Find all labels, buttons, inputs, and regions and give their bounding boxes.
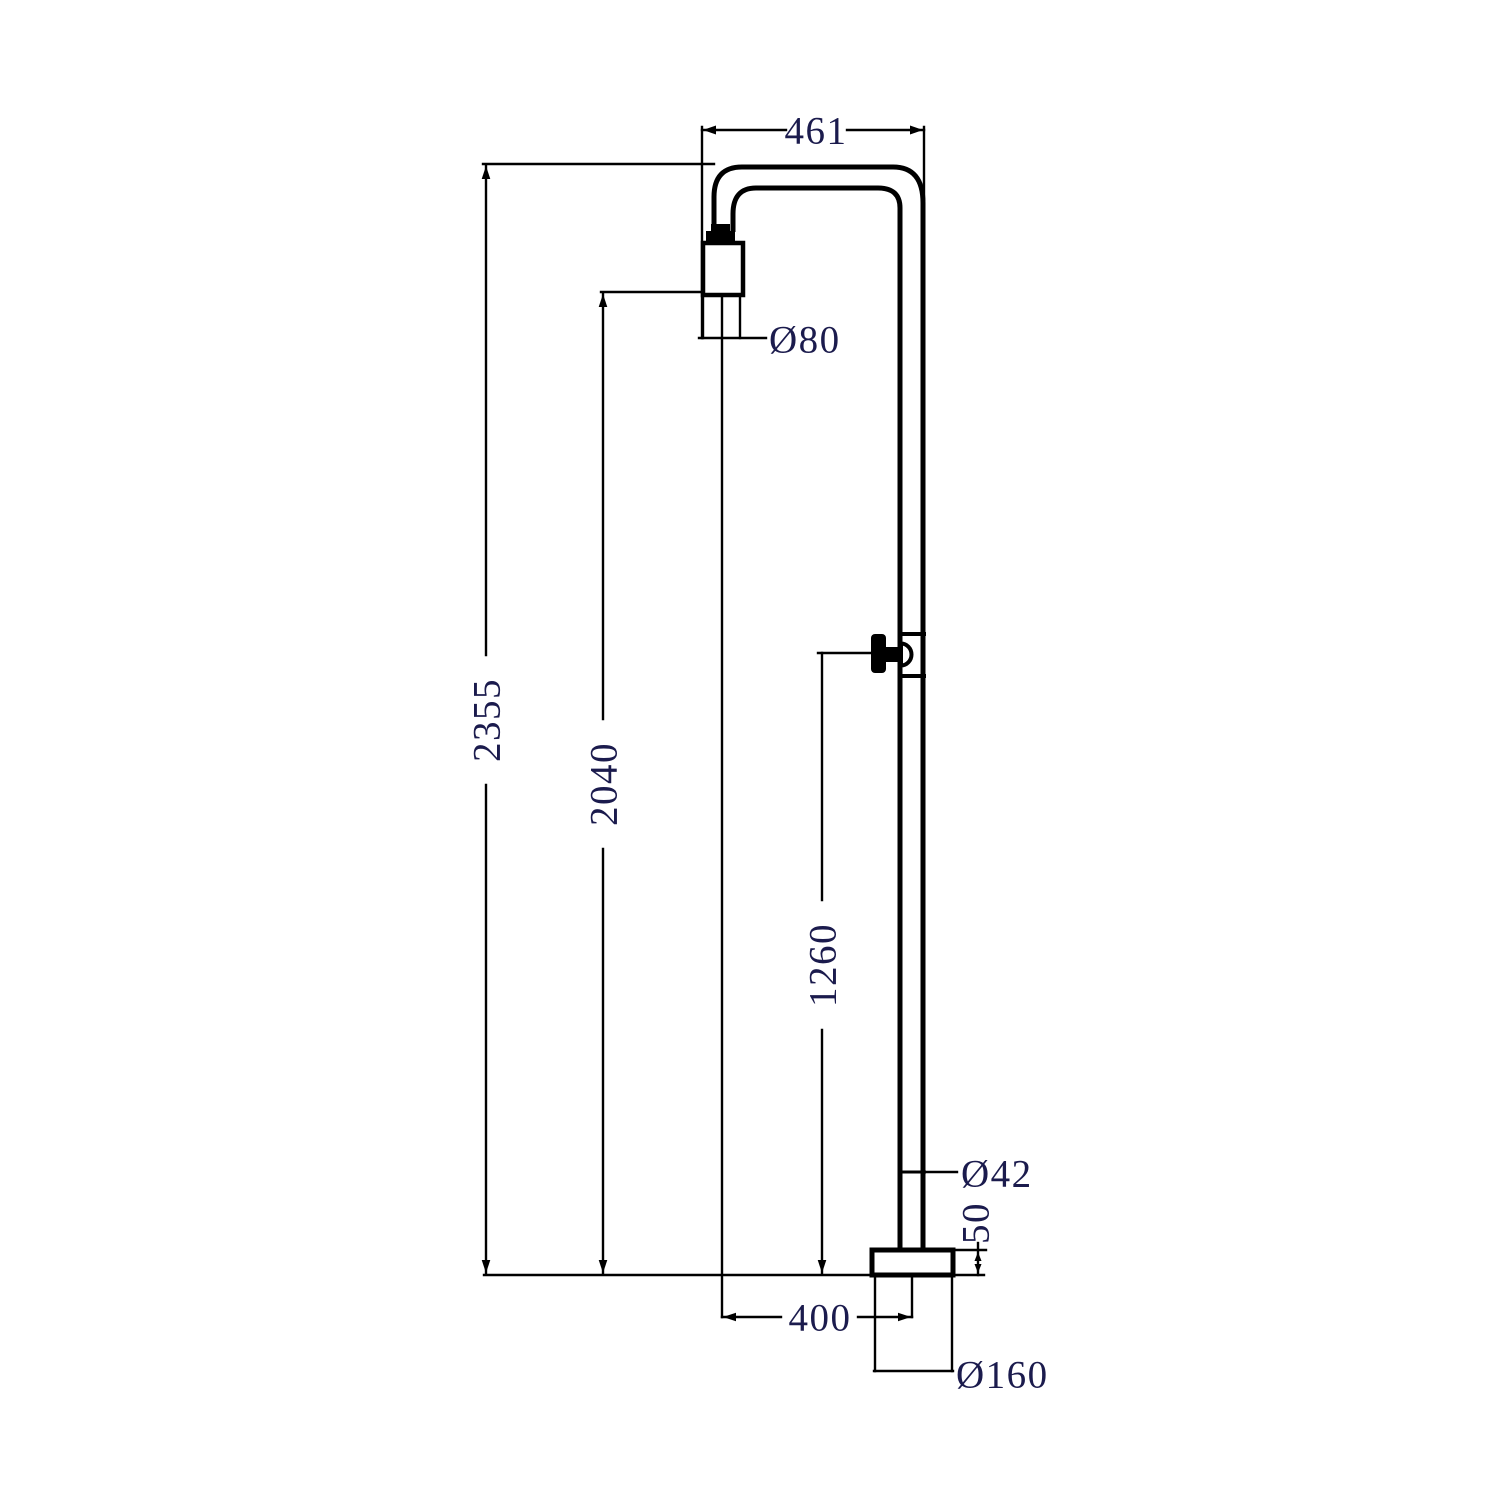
dim-head-diameter bbox=[697, 293, 768, 340]
fixture-outline bbox=[711, 164, 926, 1250]
diverter-valve-arc bbox=[899, 641, 914, 668]
label-outlet-height: 2040 bbox=[583, 742, 626, 826]
head-connector-nut bbox=[706, 224, 735, 243]
dimension-lines bbox=[481, 125, 988, 1373]
dim-base-diameter bbox=[872, 1275, 955, 1373]
dim-top-width bbox=[700, 125, 926, 340]
shower-head bbox=[700, 240, 746, 298]
dim-total-height bbox=[481, 162, 716, 1275]
dim-base-height bbox=[951, 1241, 988, 1277]
label-top-width: 461 bbox=[785, 110, 848, 153]
pipe-outer-edge bbox=[711, 164, 926, 1250]
label-head-diameter: Ø80 bbox=[769, 319, 841, 362]
label-head-offset: 400 bbox=[789, 1297, 852, 1340]
base-plate bbox=[869, 1247, 956, 1278]
dim-handle-height bbox=[816, 651, 873, 1275]
label-total-height: 2355 bbox=[466, 678, 509, 762]
pipe-inner-edge bbox=[730, 185, 903, 1250]
dimension-labels: 461 Ø80 2355 2040 1260 Ø42 50 400 Ø160 bbox=[466, 110, 1049, 1397]
label-handle-height: 1260 bbox=[802, 923, 845, 1007]
diverter-handle bbox=[871, 634, 901, 673]
label-base-height: 50 bbox=[955, 1202, 998, 1244]
label-column-diameter: Ø42 bbox=[961, 1153, 1033, 1196]
label-base-diameter: Ø160 bbox=[956, 1354, 1049, 1397]
arrowheads bbox=[481, 125, 982, 1322]
dim-outlet-height bbox=[599, 290, 704, 1275]
